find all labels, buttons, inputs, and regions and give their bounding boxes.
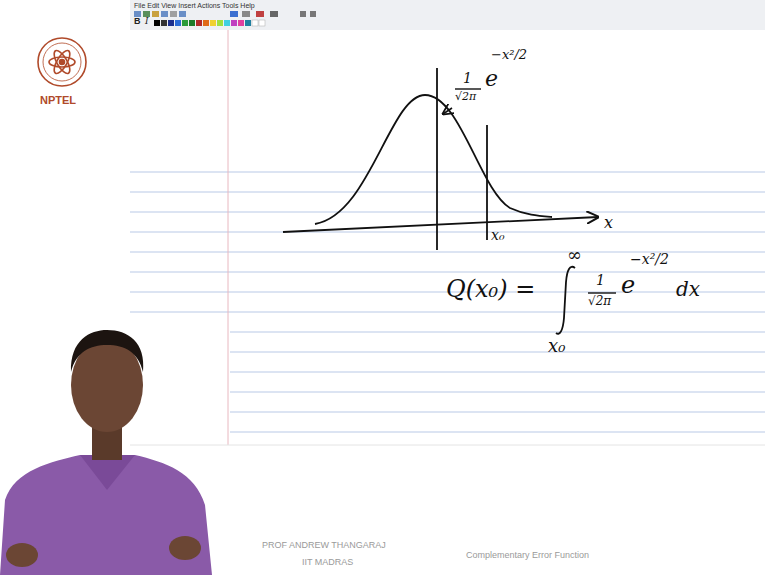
nptel-logo bbox=[38, 38, 86, 86]
ruled-lines bbox=[130, 172, 765, 432]
lecture-title: Complementary Error Function bbox=[466, 551, 589, 561]
margin-line bbox=[228, 30, 229, 445]
logo-text: NPTEL bbox=[40, 94, 76, 106]
formula-text: e bbox=[621, 272, 635, 298]
axis-label: x bbox=[604, 214, 613, 232]
page-edge bbox=[130, 445, 765, 446]
toolbar bbox=[130, 0, 765, 30]
formula-text: √2π bbox=[455, 91, 476, 103]
presenter bbox=[0, 330, 212, 575]
formula-text: √2π bbox=[588, 295, 611, 308]
toolbar-button: B bbox=[134, 17, 141, 27]
gaussian-curve bbox=[315, 95, 552, 224]
formula-text: Q(x₀) = bbox=[446, 276, 535, 302]
integral-sign bbox=[556, 267, 575, 334]
formula-text: −x²/2 bbox=[630, 252, 669, 267]
institute-name: IIT MADRAS bbox=[302, 558, 353, 568]
formula-text: dx bbox=[676, 278, 700, 300]
formula-text: 1 bbox=[596, 273, 605, 288]
axis-label: x₀ bbox=[491, 228, 505, 243]
integral-limit: ∞ bbox=[567, 245, 582, 265]
leader-arrow bbox=[443, 108, 452, 114]
integral-limit: x₀ bbox=[548, 336, 565, 356]
toolbar-icons bbox=[134, 11, 316, 26]
menu-bar-text: File Edit View Insert Actions Tools Help bbox=[134, 2, 255, 10]
y-axis bbox=[436, 68, 438, 250]
toolbar-button: I bbox=[145, 17, 149, 27]
fraction-bar bbox=[588, 292, 616, 293]
fraction-bar bbox=[455, 88, 481, 89]
formula-text: 1 bbox=[463, 71, 472, 86]
presenter-name: PROF ANDREW THANGARAJ bbox=[262, 541, 386, 551]
formula-text: −x²/2 bbox=[491, 48, 527, 62]
formula-text: e bbox=[485, 67, 498, 91]
threshold-line bbox=[486, 125, 488, 240]
